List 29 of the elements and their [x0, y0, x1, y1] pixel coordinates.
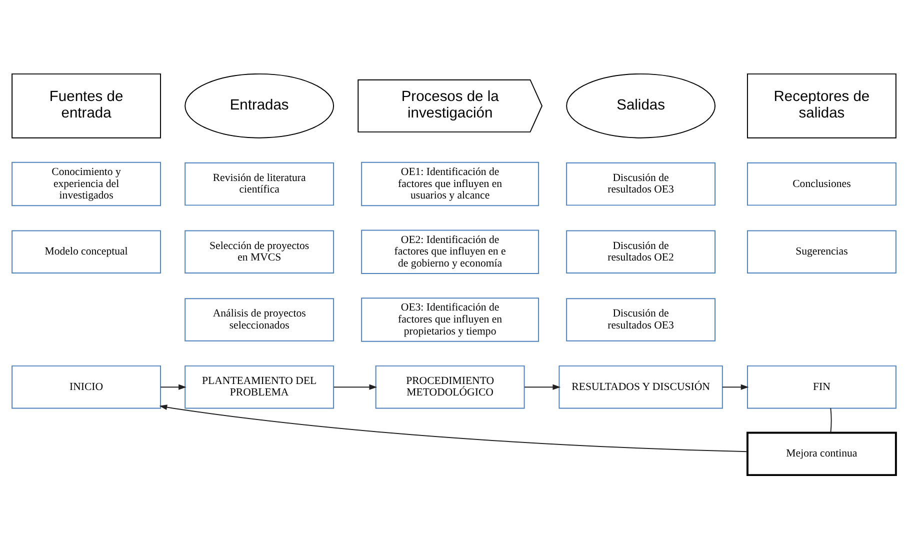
node-box: Análisis de proyectos seleccionados — [184, 298, 334, 341]
node-box: Sugerencias — [746, 230, 896, 274]
node-box: Discusión de resultados OE3 — [566, 162, 716, 206]
connector — [830, 407, 832, 433]
node-ellipse: Entradas — [184, 72, 334, 138]
node-box: FIN — [746, 364, 896, 408]
arrow — [159, 404, 748, 452]
node-ellipse: Salidas — [566, 72, 716, 138]
arrow — [524, 384, 561, 390]
node-box: PLANTEAMIENTO DEL PROBLEMA — [184, 364, 334, 408]
node-box: OE3: Identificación de factores que influyen en propietarios y tiempo — [361, 297, 540, 342]
arrow — [333, 384, 378, 390]
node-box: OE2: Identificación de factores que influyen en e de gobierno y economía — [361, 229, 540, 274]
node-box: RESULTADOS Y DISCUSIÓN — [558, 364, 723, 408]
node-box: Selección de proyectos en MVCS — [184, 230, 334, 274]
node-box: Mejora continua — [746, 431, 897, 476]
node-box: Revisión de literatura científica — [184, 162, 334, 206]
node-box: Modelo conceptual — [12, 230, 162, 274]
node-box: Conclusiones — [746, 162, 896, 206]
node-box: INICIO — [12, 364, 162, 408]
node-box: OE1: Identificación de factores que influyen en usuarios y alcance — [361, 161, 540, 206]
node-box: Discusión de resultados OE3 — [566, 298, 716, 341]
node-box: Receptores de salidas — [746, 72, 896, 138]
arrow — [722, 384, 749, 390]
arrow — [160, 384, 186, 390]
node-box: PROCEDIMIENTO METODOLÓGICO — [375, 364, 525, 408]
node-box: Fuentes de entrada — [12, 72, 162, 138]
node-box: Discusión de resultados OE2 — [566, 230, 716, 274]
node-box: Conocimiento y experiencia del investigados — [12, 161, 162, 206]
